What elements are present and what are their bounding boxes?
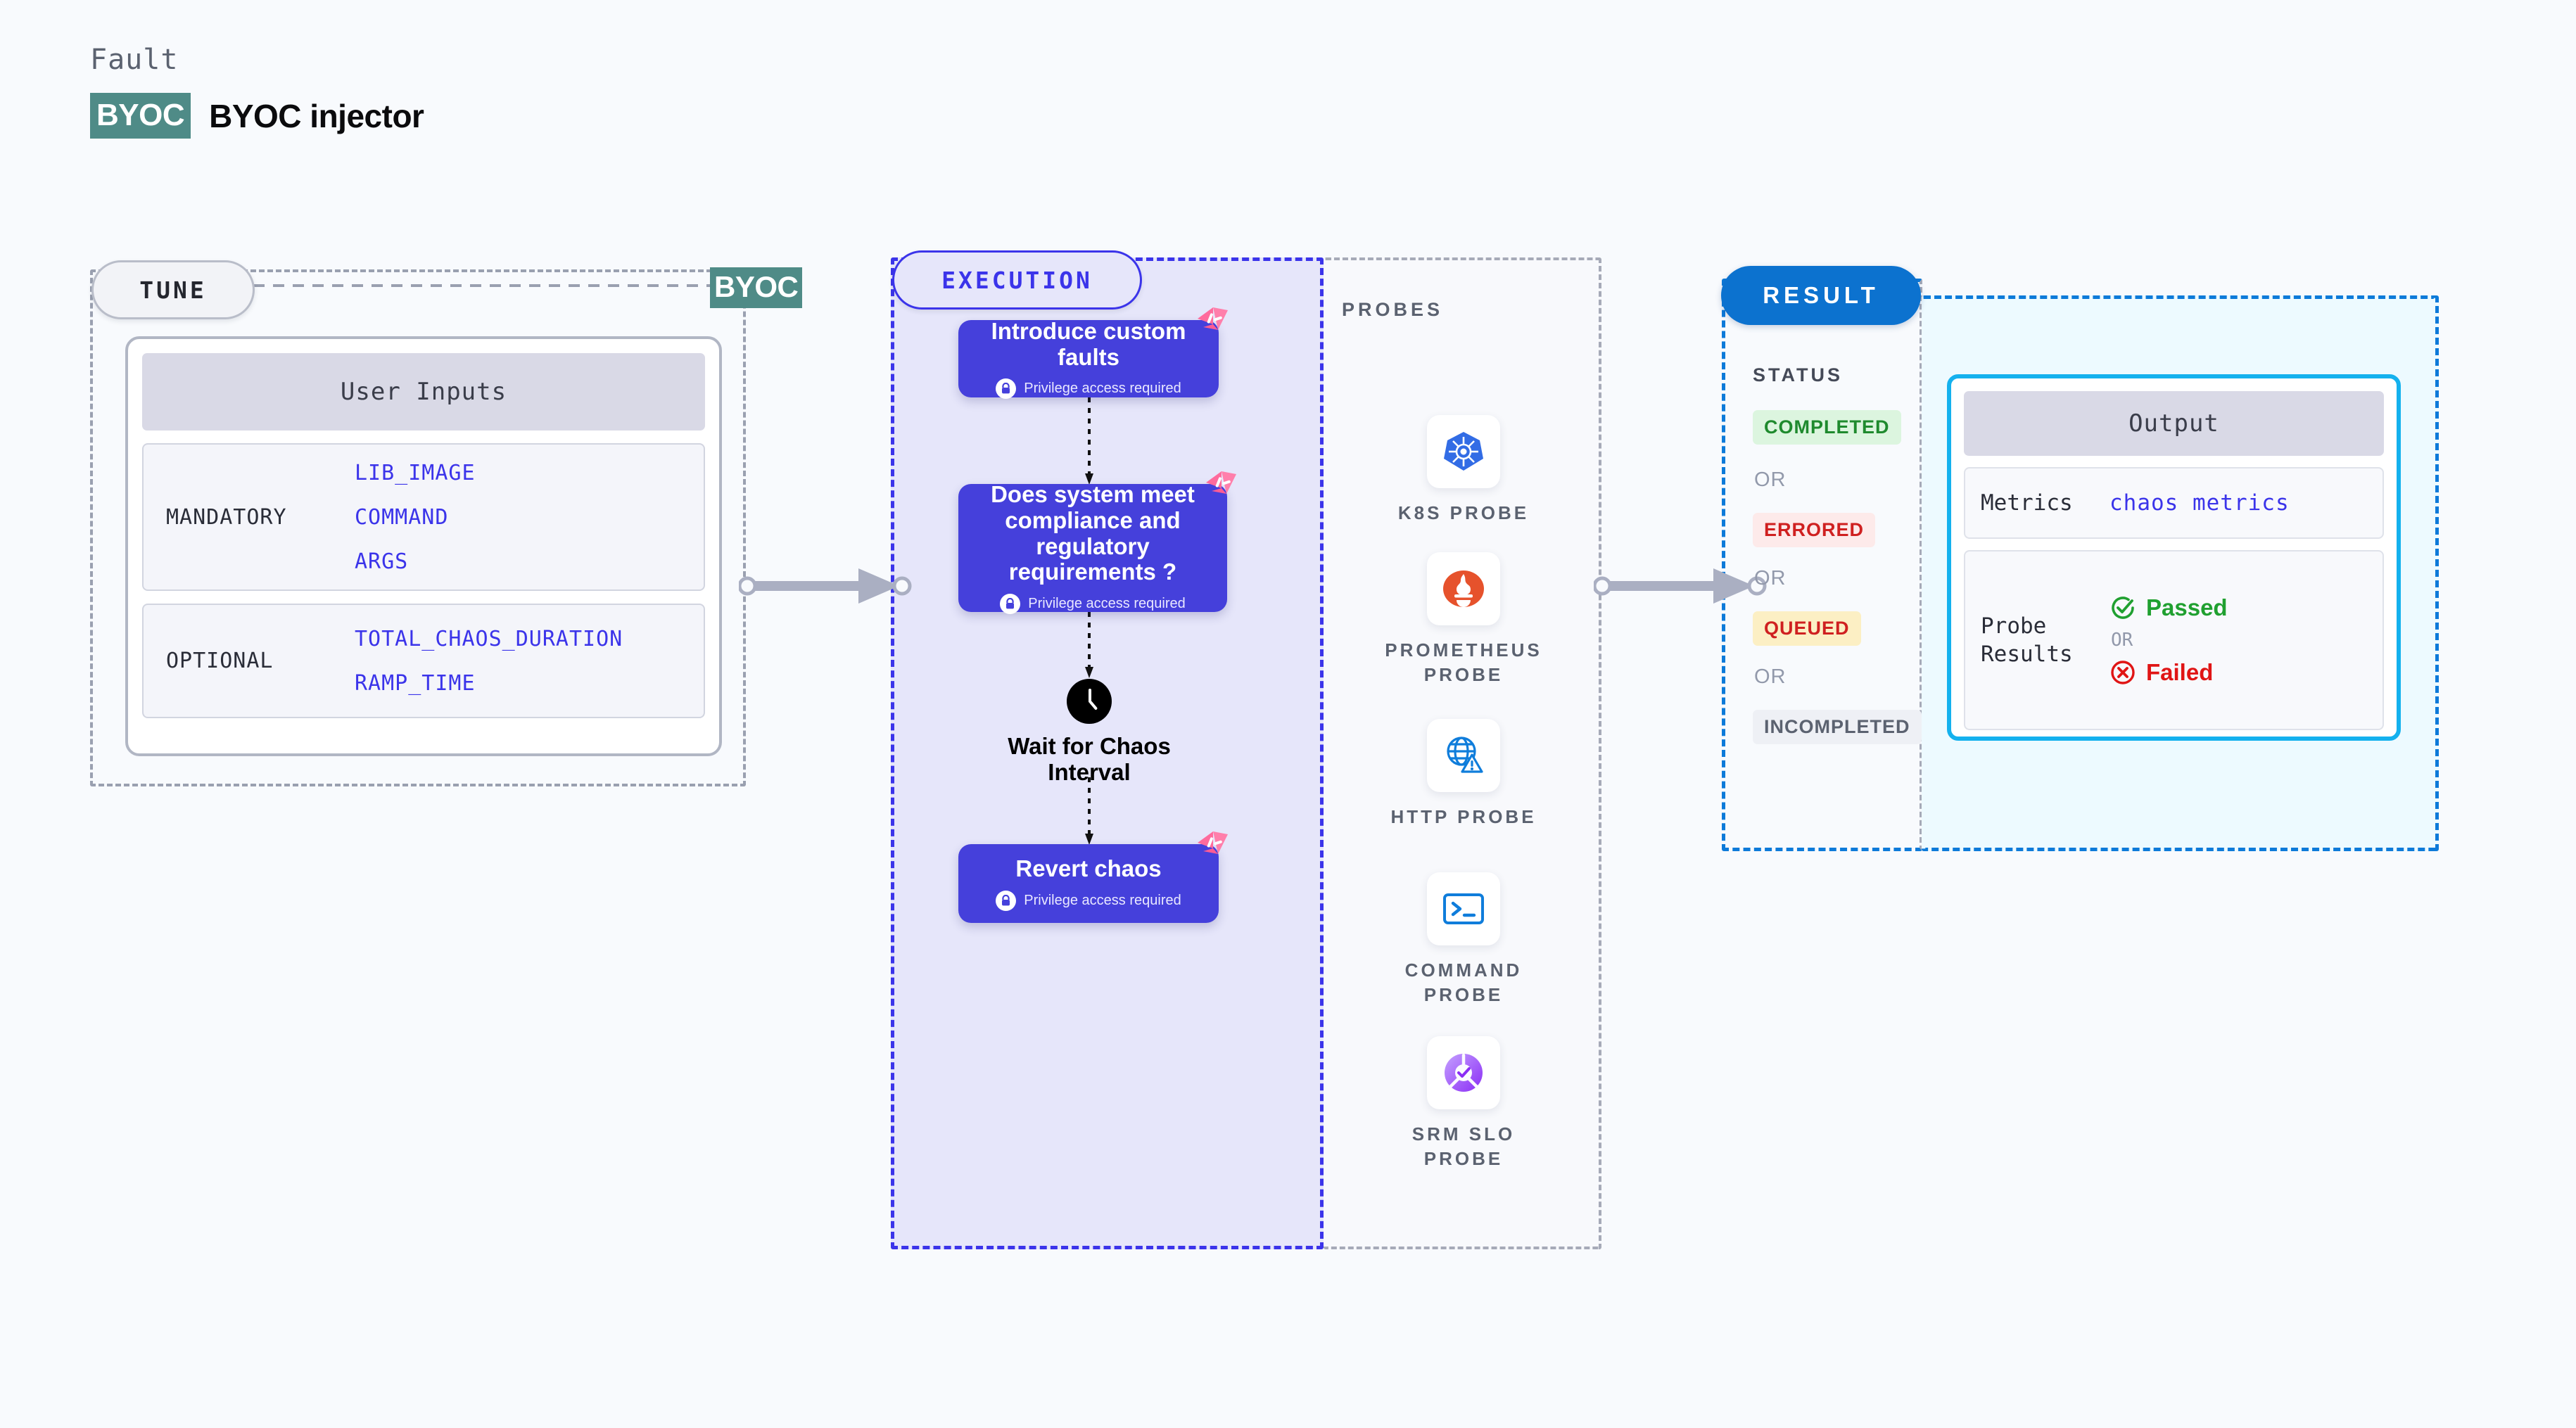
arrow-execution-to-result: [1594, 568, 1767, 604]
probe-label: COMMAND PROBE: [1404, 960, 1523, 1006]
probe-tile: [1427, 415, 1500, 488]
privilege-text: Privilege access required: [1028, 596, 1186, 612]
probe-item-command[interactable]: COMMAND PROBE: [1369, 872, 1559, 1007]
status-badge-queued: QUEUED: [1753, 611, 1861, 646]
byoc-badge: BYOC: [90, 93, 191, 139]
output-metrics-value[interactable]: chaos metrics: [2109, 490, 2290, 516]
kubernetes-icon: [1444, 432, 1483, 471]
harness-ribbon-icon: [1198, 307, 1228, 330]
wait-label: Wait for Chaos Interval: [1008, 733, 1171, 785]
flow-node-title: Revert chaos: [1015, 855, 1162, 882]
input-group-optional: OPTIONAL TOTAL_CHAOS_DURATION RAMP_TIME: [142, 604, 705, 718]
output-row-probe-results: Probe Results Passed OR Failed: [1964, 550, 2384, 730]
byoc-connector-badge: BYOC: [710, 267, 803, 308]
status-badge-errored: ERRORED: [1753, 513, 1876, 547]
connector-compliance-to-wait: [1085, 612, 1093, 678]
output-row-metrics: Metrics chaos metrics: [1964, 467, 2384, 539]
input-group-label: OPTIONAL: [166, 649, 274, 673]
stage-pill-result[interactable]: RESULT: [1721, 266, 1921, 325]
probe-result-passed: Passed: [2109, 594, 2228, 621]
harness-ribbon-icon: [1206, 471, 1236, 494]
privilege-row: Privilege access required: [1000, 594, 1186, 615]
lock-icon: [1000, 594, 1021, 615]
execution-section-boundary: [891, 257, 1324, 1249]
tune-section-boundary: [90, 269, 746, 786]
srm-slo-icon: [1445, 1053, 1483, 1092]
flow-node-revert-chaos[interactable]: Revert chaos Privilege access required: [958, 831, 1228, 923]
output-title: Output: [1964, 391, 2384, 456]
user-inputs-title: User Inputs: [142, 353, 705, 431]
status-or-1: OR: [1754, 468, 1787, 491]
input-param-lib-image[interactable]: LIB_IMAGE: [355, 460, 476, 485]
probe-label: K8S PROBE: [1397, 502, 1530, 523]
privilege-text: Privilege access required: [1024, 381, 1181, 397]
probes-title: PROBES: [1342, 299, 1444, 320]
clock-icon: [1067, 679, 1112, 724]
input-param-command[interactable]: COMMAND: [355, 504, 449, 530]
lock-icon: [996, 890, 1017, 911]
probe-tile: [1427, 552, 1500, 625]
privilege-row: Privilege access required: [996, 890, 1181, 911]
page-header: Fault BYOC BYOC injector: [90, 44, 424, 139]
arrow-tune-to-execution: [739, 568, 912, 604]
passed-label: Passed: [2146, 594, 2228, 620]
probe-label: SRM SLO PROBE: [1411, 1123, 1516, 1170]
probe-item-prometheus[interactable]: PROMETHEUS PROBE: [1369, 552, 1559, 687]
flow-node-title: Does system meet compliance and regulato…: [991, 480, 1195, 585]
failed-label: Failed: [2146, 659, 2214, 685]
output-metrics-key: Metrics: [1981, 490, 2073, 516]
probe-label: PROMETHEUS PROBE: [1385, 639, 1542, 686]
privilege-row: Privilege access required: [996, 378, 1181, 400]
input-param-total-chaos-duration[interactable]: TOTAL_CHAOS_DURATION: [355, 626, 623, 651]
status-or-2: OR: [1754, 567, 1787, 589]
stage-pill-execution[interactable]: EXECUTION: [892, 250, 1142, 310]
probe-item-k8s[interactable]: K8S PROBE: [1369, 415, 1559, 525]
input-group-values: TOTAL_CHAOS_DURATION RAMP_TIME: [355, 617, 704, 706]
x-circle-icon: [2111, 661, 2135, 684]
probe-item-srm-slo[interactable]: SRM SLO PROBE: [1369, 1036, 1559, 1171]
user-inputs-card: User Inputs MANDATORY LIB_IMAGE COMMAND …: [125, 336, 722, 756]
input-group-label: MANDATORY: [166, 504, 287, 530]
probe-tile: [1427, 719, 1500, 792]
connector-wait-to-revert: [1085, 777, 1093, 845]
status-or-3: OR: [1754, 665, 1787, 688]
prometheus-icon: [1443, 570, 1484, 607]
flow-node-introduce-custom-faults[interactable]: Introduce custom faults Privilege access…: [958, 307, 1228, 400]
input-param-ramp-time[interactable]: RAMP_TIME: [355, 670, 476, 696]
page-title: BYOC injector: [209, 97, 424, 134]
flow-node-title: Introduce custom faults: [991, 317, 1186, 370]
flow-node-compliance-check[interactable]: Does system meet compliance and regulato…: [958, 471, 1236, 615]
status-badge-incompleted: INCOMPLETED: [1753, 710, 1922, 744]
stage-pill-tune[interactable]: TUNE: [91, 260, 255, 319]
terminal-icon: [1443, 893, 1484, 924]
connector-introduce-to-compliance: [1085, 397, 1093, 485]
tune-connector-line: [253, 284, 714, 287]
output-probe-key: Probe Results: [1981, 613, 2073, 667]
probe-label: HTTP PROBE: [1390, 806, 1537, 827]
input-group-values: LIB_IMAGE COMMAND ARGS: [355, 451, 704, 584]
status-title: STATUS: [1753, 364, 1843, 385]
fault-eyebrow: Fault: [90, 44, 179, 76]
http-globe-icon: [1447, 737, 1483, 773]
probe-tile: [1427, 872, 1500, 945]
check-circle-icon: [2112, 597, 2134, 619]
status-section-boundary: [1722, 279, 1922, 851]
input-param-args[interactable]: ARGS: [355, 549, 409, 574]
harness-ribbon-icon: [1198, 831, 1228, 854]
output-card: Output Metrics chaos metrics Probe Resul…: [1947, 374, 2401, 741]
output-probe-values: Passed OR Failed: [2109, 594, 2228, 686]
probe-result-failed: Failed: [2109, 659, 2228, 686]
privilege-text: Privilege access required: [1024, 892, 1181, 908]
probe-tile: [1427, 1036, 1500, 1109]
status-badge-completed: COMPLETED: [1753, 410, 1901, 445]
lock-icon: [996, 378, 1017, 400]
title-row: BYOC BYOC injector: [90, 93, 424, 139]
probe-result-or: OR: [2111, 630, 2133, 651]
flow-node-wait-for-chaos-interval: Wait for Chaos Interval: [977, 679, 1202, 786]
input-group-mandatory: MANDATORY LIB_IMAGE COMMAND ARGS: [142, 443, 705, 591]
probe-item-http[interactable]: HTTP PROBE: [1369, 719, 1559, 829]
